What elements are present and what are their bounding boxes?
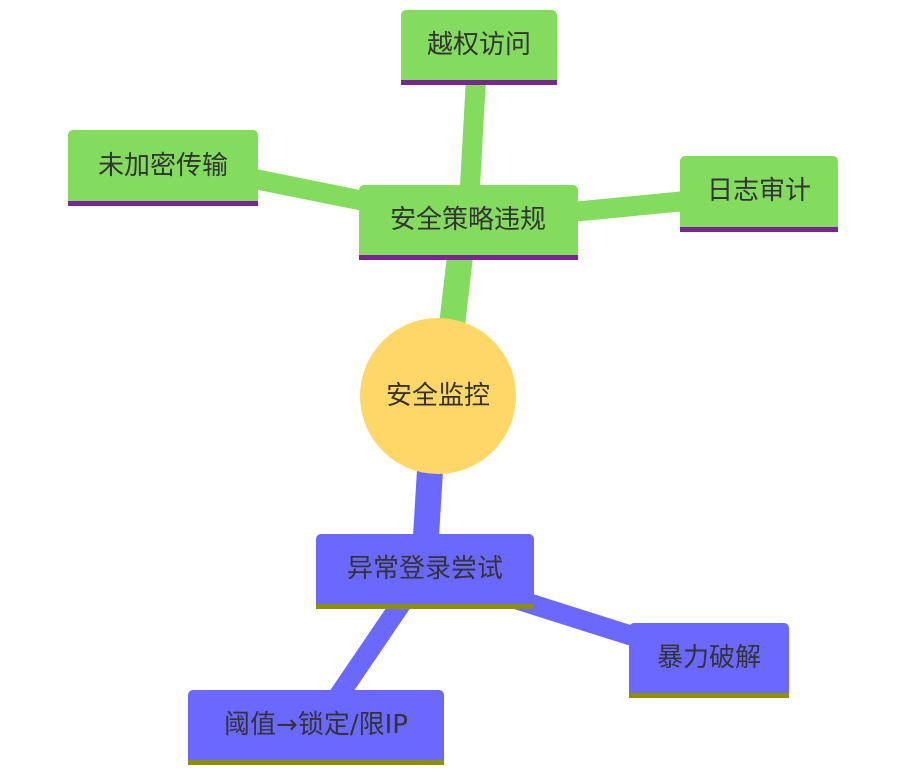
branch-node-label: 安全策略违规 bbox=[390, 205, 546, 235]
leaf-node-box bbox=[188, 690, 444, 765]
leaf-node-box bbox=[68, 130, 258, 206]
branch-node-policy-violation[interactable]: 安全策略违规 bbox=[359, 185, 578, 260]
branch-node-box bbox=[316, 534, 534, 609]
leaf-node-underline bbox=[188, 760, 444, 765]
branch-node-label: 异常登录尝试 bbox=[347, 554, 503, 584]
leaf-node-label: 未加密传输 bbox=[98, 151, 228, 181]
leaf-node-label: 越权访问 bbox=[427, 30, 531, 60]
leaf-node-unencrypted-transmission[interactable]: 未加密传输 bbox=[68, 130, 258, 206]
leaf-node-box bbox=[401, 10, 557, 85]
branch-node-underline bbox=[316, 604, 534, 609]
leaf-node-log-audit[interactable]: 日志审计 bbox=[680, 156, 838, 232]
root-node-circle bbox=[360, 318, 516, 474]
leaf-node-label: 阈值→锁定/限IP bbox=[224, 710, 408, 740]
branch-node-abnormal-login[interactable]: 异常登录尝试 bbox=[316, 534, 534, 609]
leaf-node-underline bbox=[629, 693, 789, 698]
branch-node-box bbox=[359, 185, 578, 260]
leaf-node-label: 暴力破解 bbox=[657, 643, 761, 673]
root-node-label: 安全监控 bbox=[386, 381, 490, 411]
leaf-node-unauthorized-access[interactable]: 越权访问 bbox=[401, 10, 557, 85]
branch-node-underline bbox=[359, 255, 578, 260]
leaf-node-threshold-lock[interactable]: 阈值→锁定/限IP bbox=[188, 690, 444, 765]
leaf-node-underline bbox=[401, 80, 557, 85]
leaf-node-brute-force[interactable]: 暴力破解 bbox=[629, 623, 789, 698]
leaf-node-underline bbox=[68, 201, 258, 206]
leaf-node-label: 日志审计 bbox=[707, 176, 811, 206]
root-node[interactable]: 安全监控 bbox=[360, 318, 516, 474]
leaf-node-box bbox=[629, 623, 789, 698]
leaf-node-box bbox=[680, 156, 838, 232]
leaf-node-underline bbox=[680, 227, 838, 232]
